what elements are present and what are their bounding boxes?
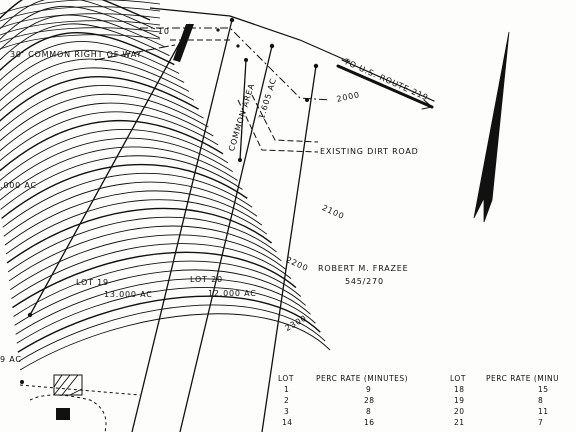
cell-perc-rate: 15 bbox=[538, 385, 549, 394]
contour-line bbox=[5, 199, 268, 255]
contour-line bbox=[0, 14, 165, 51]
contour-line bbox=[8, 225, 282, 282]
header-lot: LOT bbox=[278, 374, 294, 383]
cell-lot: 19 bbox=[454, 396, 465, 405]
survey-monuments bbox=[20, 17, 319, 384]
lot-boundaries bbox=[29, 19, 317, 432]
lot-19-acreage: 13.000 AC bbox=[104, 290, 153, 299]
contour-line bbox=[0, 49, 185, 92]
cell-perc-rate: 8 bbox=[538, 396, 544, 405]
road-lines bbox=[94, 7, 351, 101]
contour-line bbox=[0, 0, 161, 15]
cell-perc-rate: 9 bbox=[366, 385, 372, 394]
contour-line bbox=[10, 234, 287, 291]
table-header-row: LOT PERC RATE (MINUTES) LOT PERC RATE (M… bbox=[276, 374, 576, 385]
cell-perc-rate: 28 bbox=[364, 396, 375, 405]
contour-line bbox=[12, 251, 297, 309]
table-row: 2 28 19 8 bbox=[276, 396, 576, 407]
contour-line bbox=[0, 32, 175, 72]
contour-line bbox=[0, 129, 229, 182]
contour-line bbox=[3, 181, 258, 237]
contour-lines bbox=[0, 0, 331, 371]
contour-line bbox=[0, 13, 161, 29]
contour-line bbox=[11, 243, 292, 300]
cell-lot: 3 bbox=[284, 407, 290, 416]
owner-name: ROBERT M. FRAZEE bbox=[318, 264, 409, 273]
contour-line bbox=[1, 163, 248, 219]
cell-lot: 21 bbox=[454, 418, 465, 427]
right-of-way-label: 30' COMMON RIGHT OF WAY bbox=[10, 50, 143, 59]
cell-lot: 18 bbox=[454, 385, 465, 394]
contour-line bbox=[16, 287, 316, 344]
contour-line bbox=[2, 173, 253, 228]
cell-lot: 14 bbox=[282, 418, 293, 427]
contour-line bbox=[0, 23, 170, 61]
contour-label-10: 10 bbox=[158, 27, 170, 36]
existing-dirt-road bbox=[237, 94, 319, 153]
lot-19-label: LOT 19 bbox=[76, 278, 109, 287]
table-row: 1 9 18 15 bbox=[276, 385, 576, 396]
table-row: 14 16 21 7 bbox=[276, 418, 576, 429]
lot-acreage-bottom-left: 9 AC bbox=[0, 355, 22, 364]
north-arrow bbox=[473, 31, 510, 223]
contour-line bbox=[0, 5, 160, 40]
cell-lot: 20 bbox=[454, 407, 465, 416]
contour-line bbox=[0, 119, 224, 172]
cell-lot: 1 bbox=[284, 385, 290, 394]
contour-line bbox=[0, 85, 204, 132]
header-perc-rate-2: PERC RATE (MINU bbox=[486, 374, 560, 383]
contour-line bbox=[0, 137, 233, 191]
contour-line bbox=[6, 207, 273, 264]
table-row: 3 8 20 11 bbox=[276, 407, 576, 418]
cell-perc-rate: 7 bbox=[538, 418, 544, 427]
deed-reference: 545/270 bbox=[345, 277, 384, 286]
contour-line bbox=[0, 6, 161, 22]
lot-20-label: LOT 20 bbox=[190, 275, 223, 284]
contour-line bbox=[17, 295, 321, 353]
contour-line bbox=[7, 216, 277, 273]
contour-line bbox=[18, 304, 326, 362]
contour-line bbox=[4, 190, 263, 246]
cell-perc-rate: 11 bbox=[538, 407, 549, 416]
culvert bbox=[173, 24, 194, 62]
contour-line bbox=[0, 146, 238, 201]
hatched-structure bbox=[19, 374, 141, 432]
contour-line bbox=[0, 20, 161, 36]
cell-perc-rate: 8 bbox=[366, 407, 372, 416]
perc-rate-table: LOT PERC RATE (MINUTES) LOT PERC RATE (M… bbox=[276, 374, 576, 429]
contour-line bbox=[0, 111, 219, 162]
cell-perc-rate: 16 bbox=[364, 418, 375, 427]
contour-line bbox=[19, 313, 331, 371]
lot-acreage-left: .000 AC bbox=[0, 181, 37, 190]
cell-lot: 2 bbox=[284, 396, 290, 405]
lot-20-acreage: 12.000 AC bbox=[208, 289, 257, 298]
us-route-219-road bbox=[336, 59, 435, 110]
contour-line bbox=[0, 0, 151, 21]
contour-line bbox=[13, 260, 302, 317]
contour-line bbox=[0, 27, 161, 43]
header-perc-rate: PERC RATE (MINUTES) bbox=[316, 374, 409, 383]
contour-line bbox=[0, 67, 194, 112]
header-lot-2: LOT bbox=[450, 374, 466, 383]
contour-line bbox=[0, 41, 180, 81]
contour-line bbox=[0, 155, 243, 210]
contour-line bbox=[0, 34, 161, 50]
contour-line bbox=[0, 58, 190, 102]
contour-line bbox=[0, 93, 209, 142]
existing-dirt-road-label: EXISTING DIRT ROAD bbox=[320, 147, 419, 156]
contour-line bbox=[0, 76, 199, 122]
contour-line bbox=[0, 102, 214, 152]
